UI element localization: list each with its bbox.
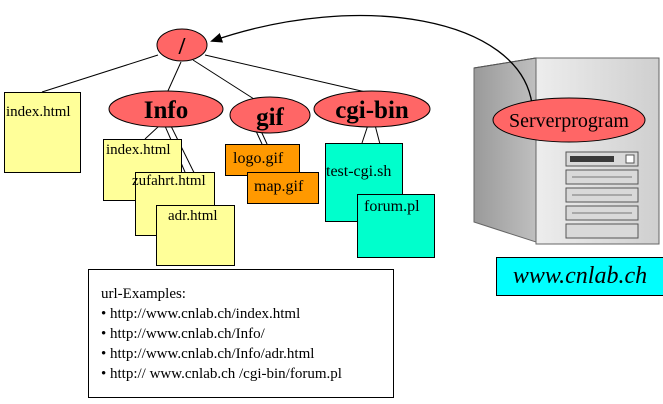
file-info-adr: adr.html xyxy=(156,205,235,266)
url-example-4: • http:// www.cnlab.ch /cgi-bin/forum.pl xyxy=(101,366,342,382)
url-examples-box: url-Examples: • http://www.cnlab.ch/inde… xyxy=(88,269,394,398)
host-label-box: www.cnlab.ch xyxy=(496,257,663,296)
file-cgi-forum: forum.pl xyxy=(357,194,435,258)
url-example-3: • http://www.cnlab.ch/Info/adr.html xyxy=(101,346,315,362)
host-label: www.cnlab.ch xyxy=(512,263,648,289)
server-program-node: Serverprogram xyxy=(492,97,646,143)
server-to-root-arrow xyxy=(210,14,533,105)
file-root-index: index.html xyxy=(4,92,81,173)
file-gif-logo-label: logo.gif xyxy=(233,150,284,167)
file-gif-map-label: map.gif xyxy=(254,178,304,195)
node-cgi-bin-label: cgi-bin xyxy=(335,97,409,124)
file-info-index-label: index.html xyxy=(106,142,171,158)
node-root: / xyxy=(156,28,208,62)
node-info-label: Info xyxy=(144,97,188,124)
file-cgi-test-label: test-cgi.sh xyxy=(326,163,392,180)
node-gif-label: gif xyxy=(256,104,284,131)
node-cgi-bin: cgi-bin xyxy=(313,90,431,128)
file-info-zufahrt-label: zufahrt.html xyxy=(132,173,206,189)
node-root-label: / xyxy=(178,34,186,60)
file-gif-map: map.gif xyxy=(247,172,319,204)
url-example-2: • http://www.cnlab.ch/Info/ xyxy=(101,326,265,342)
node-info: Info xyxy=(108,90,224,128)
node-gif: gif xyxy=(229,96,311,134)
server-program-label: Serverprogram xyxy=(509,110,629,132)
file-info-adr-label: adr.html xyxy=(168,208,218,224)
file-root-index-label: index.html xyxy=(6,104,71,120)
url-examples-title: url-Examples: xyxy=(101,286,186,302)
url-example-1: • http://www.cnlab.ch/index.html xyxy=(101,306,301,322)
file-cgi-forum-label: forum.pl xyxy=(364,198,420,215)
server-computer-icon xyxy=(473,57,660,245)
